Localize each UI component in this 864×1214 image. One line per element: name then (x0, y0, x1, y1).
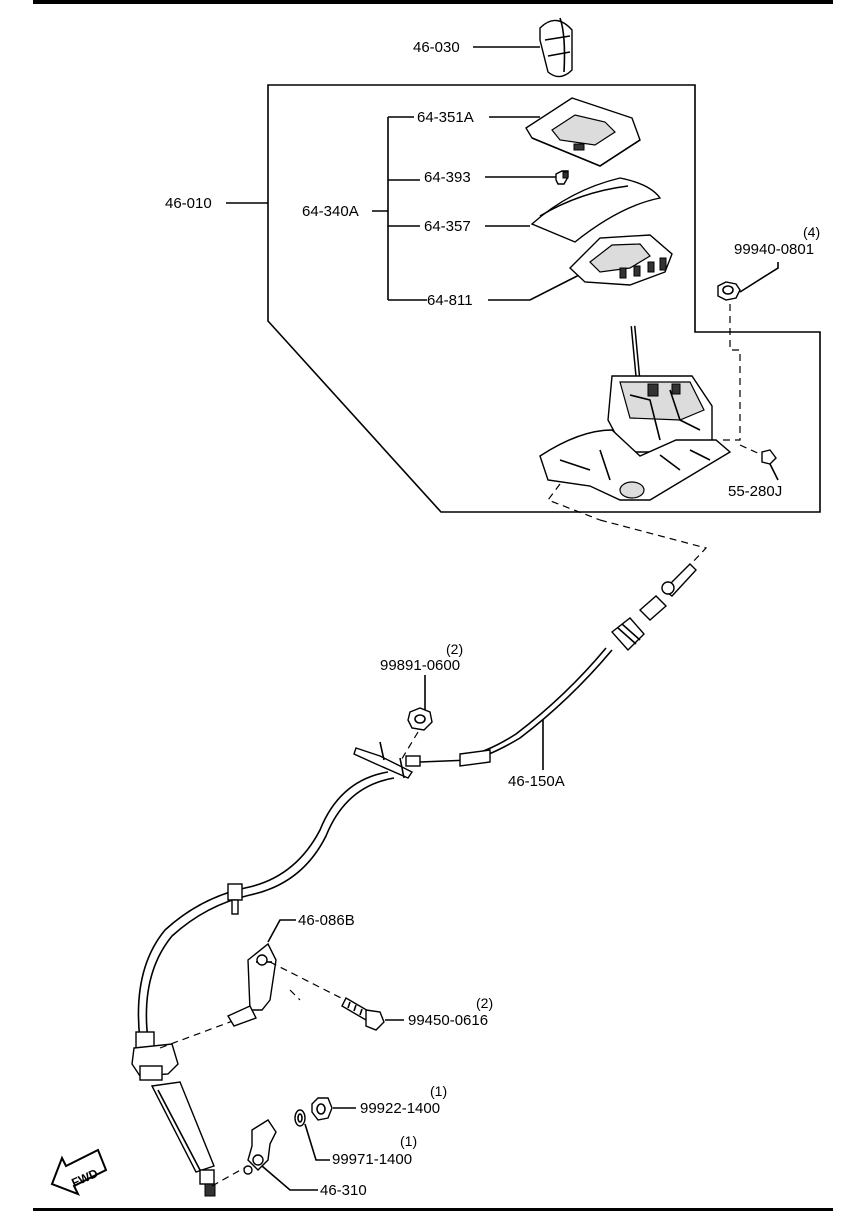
bottom-border (33, 1208, 833, 1211)
label-lever: 46-310 (320, 1182, 367, 1199)
label-shift-knob: 46-030 (413, 39, 460, 56)
shift-mechanism-drawing (539, 325, 732, 501)
label-clip: 55-280J (728, 483, 782, 500)
lever-drawing (243, 1119, 277, 1175)
label-indicator-bulb: 64-393 (424, 169, 471, 186)
nut-4-drawing (717, 281, 741, 301)
label-nut-2-qty: (2) (446, 641, 463, 657)
indicator-panel-drawing (525, 97, 641, 167)
label-bolt-qty: (2) (476, 995, 493, 1011)
label-indicator-panel-assembly: 64-340A (302, 203, 359, 220)
nut-1-drawing (311, 1097, 333, 1121)
bracket-drawing (226, 942, 277, 1027)
label-indicator-panel: 64-351A (417, 109, 474, 126)
cable-grommet (227, 883, 243, 915)
bolt-drawing (341, 997, 385, 1031)
shift-knob-drawing (539, 17, 573, 78)
label-nut-2: 99891-0600 (380, 657, 460, 674)
label-nut-4: 99940-0801 (734, 241, 814, 258)
slide-cover-drawing (530, 177, 662, 243)
fwd-arrow-icon: FWD (50, 1148, 108, 1196)
label-shift-lever-assembly: 46-010 (165, 195, 212, 212)
label-bracket: 46-086B (298, 912, 355, 929)
label-washer: 99971-1400 (332, 1151, 412, 1168)
label-washer-qty: (1) (400, 1133, 417, 1149)
washer-drawing (294, 1109, 306, 1127)
label-bolt: 99450-0616 (408, 1012, 488, 1029)
indicator-base-drawing (568, 234, 673, 286)
label-nut-1-qty: (1) (430, 1083, 447, 1099)
label-indicator-base: 64-811 (427, 292, 473, 309)
label-nut-4-qty: (4) (803, 224, 820, 240)
label-nut-1: 99922-1400 (360, 1100, 440, 1117)
assembly-outline (267, 84, 821, 513)
cable-bracket-drawing (353, 741, 421, 779)
nut-2-drawing (407, 707, 433, 731)
label-selector-cable: 46-150A (508, 773, 565, 790)
top-border (33, 0, 833, 4)
clip-drawing (761, 449, 777, 465)
label-slide-cover: 64-357 (424, 218, 471, 235)
cable-end-top (610, 563, 697, 652)
cable-end-lower (131, 1031, 216, 1197)
